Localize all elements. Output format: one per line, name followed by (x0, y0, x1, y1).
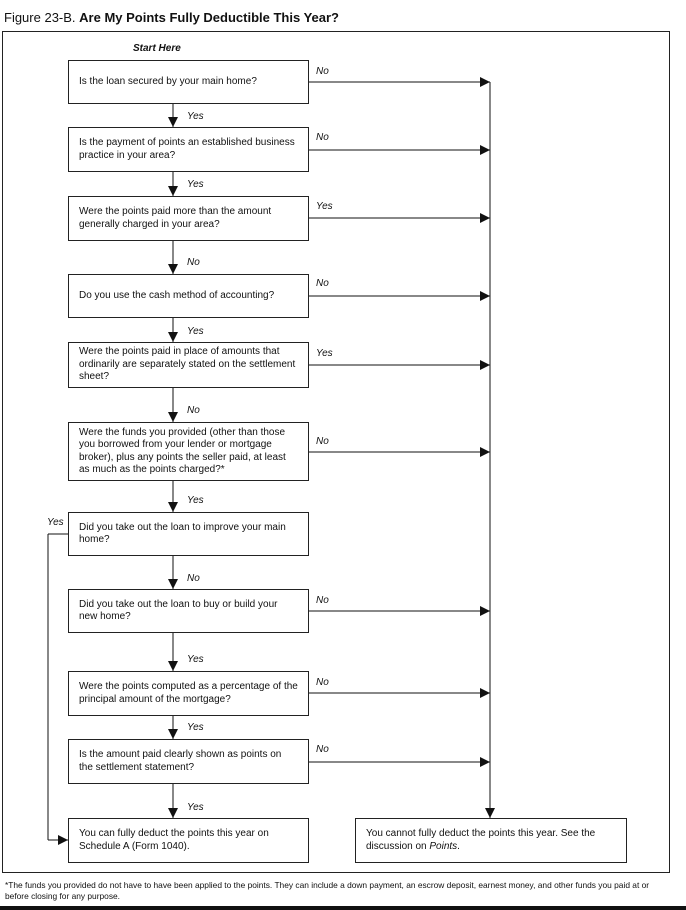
start-label: Start Here (133, 43, 181, 54)
question-box: Did you take out the loan to improve you… (68, 512, 309, 556)
outcome-text-italic: Points (429, 840, 458, 852)
bottom-rule (0, 906, 686, 910)
exit-label: No (316, 66, 329, 77)
question-text: Were the points computed as a percentage… (79, 681, 298, 705)
exit-label: No (316, 595, 329, 606)
continue-label: Yes (187, 326, 204, 337)
exit-label: Yes (316, 201, 333, 212)
question-box: Is the loan secured by your main home? (68, 60, 309, 104)
exit-label: No (316, 677, 329, 688)
footnote: *The funds you provided do not have to h… (5, 880, 650, 901)
question-box: Were the points paid in place of amounts… (68, 342, 309, 388)
continue-label: Yes (187, 654, 204, 665)
continue-label: No (187, 405, 200, 416)
question-text: Did you take out the loan to buy or buil… (79, 598, 278, 623)
question-box: Is the amount paid clearly shown as poin… (68, 739, 309, 784)
figure-heading: Are My Points Fully Deductible This Year… (79, 10, 339, 25)
question-box: Do you use the cash method of accounting… (68, 274, 309, 318)
question-text: Is the payment of points an established … (79, 137, 295, 161)
question-text: Were the funds you provided (other than … (79, 426, 286, 476)
flowchart-frame (2, 31, 670, 873)
continue-label: No (187, 573, 200, 584)
exit-label: No (316, 132, 329, 143)
question-text: Do you use the cash method of accounting… (79, 289, 275, 301)
continue-label: Yes (187, 111, 204, 122)
outcome-text-prefix: You cannot fully deduct the points this … (366, 828, 596, 852)
continue-label: Yes (187, 495, 204, 506)
outcome-text-suffix: . (457, 840, 460, 852)
question-box: Did you take out the loan to buy or buil… (68, 589, 309, 633)
figure-number: Figure 23-B. (4, 10, 76, 25)
continue-label: Yes (187, 802, 204, 813)
figure-title: Figure 23-B. Are My Points Fully Deducti… (4, 10, 339, 25)
question-text: Is the loan secured by your main home? (79, 75, 257, 87)
exit-label-left: Yes (47, 517, 64, 528)
outcome-deductible-text: You can fully deduct the points this yea… (79, 828, 269, 852)
question-text: Were the points paid more than the amoun… (79, 206, 272, 230)
exit-label: No (316, 744, 329, 755)
question-text: Did you take out the loan to improve you… (79, 521, 286, 546)
continue-label: Yes (187, 179, 204, 190)
question-box: Were the points paid more than the amoun… (68, 196, 309, 241)
question-box: Is the payment of points an established … (68, 127, 309, 172)
continue-label: No (187, 257, 200, 268)
outcome-deductible-box: You can fully deduct the points this yea… (68, 818, 309, 863)
continue-label: Yes (187, 722, 204, 733)
exit-label: No (316, 278, 329, 289)
question-text: Is the amount paid clearly shown as poin… (79, 749, 282, 773)
exit-label: No (316, 436, 329, 447)
outcome-not-deductible-text: You cannot fully deduct the points this … (366, 828, 616, 853)
exit-label: Yes (316, 348, 333, 359)
question-box: Were the funds you provided (other than … (68, 422, 309, 481)
question-text: Were the points paid in place of amounts… (79, 346, 296, 383)
question-box: Were the points computed as a percentage… (68, 671, 309, 716)
outcome-not-deductible-box: You cannot fully deduct the points this … (355, 818, 627, 863)
